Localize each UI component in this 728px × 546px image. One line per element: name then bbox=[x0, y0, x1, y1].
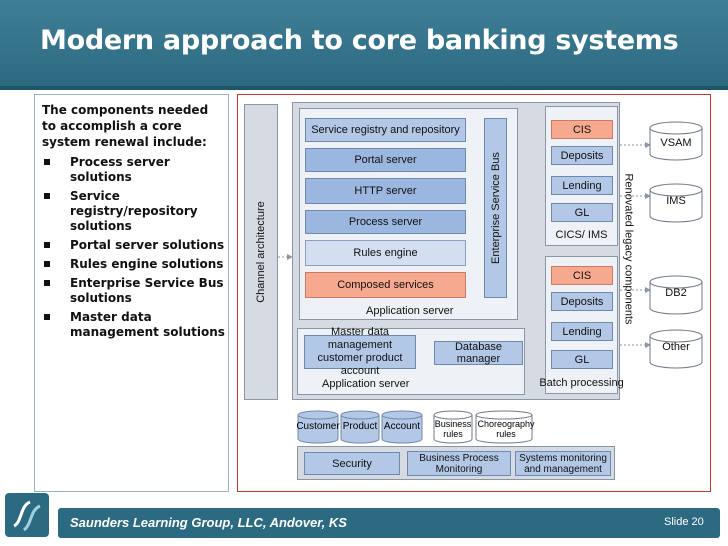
systems-label-line2: and management bbox=[524, 463, 602, 475]
channel-architecture-label: Channel architecture bbox=[255, 201, 268, 303]
account-cylinder-top bbox=[381, 410, 423, 420]
account-store-label: Account bbox=[383, 421, 421, 432]
master-data-label-line1: Master data management bbox=[327, 326, 393, 351]
renovated-legacy-label-wrap: Renovated legacy components bbox=[620, 104, 638, 394]
process-server-box: Process server bbox=[305, 210, 466, 234]
bullet-item: Process server solutions bbox=[42, 155, 227, 185]
bullet-item: Service registry/repository solutions bbox=[42, 189, 227, 234]
db2-cylinder-top bbox=[649, 275, 703, 289]
esb-bar bbox=[484, 118, 507, 298]
composed-services-box: Composed services bbox=[305, 272, 466, 298]
master-data-label-line2: customer product account bbox=[317, 352, 403, 377]
bullet-item: Portal server solutions bbox=[42, 238, 227, 253]
customer-cylinder-top bbox=[297, 410, 339, 420]
security-box: Security bbox=[304, 452, 400, 475]
customer-cylinder bbox=[297, 415, 339, 444]
choreography-rules-cylinder bbox=[475, 415, 533, 444]
other-cylinder bbox=[649, 336, 703, 369]
bullet-item: Master data management solutions bbox=[42, 310, 227, 340]
data-store-cylinders bbox=[297, 410, 533, 444]
db2-cylinder bbox=[649, 282, 703, 315]
customer-store-label: Customer bbox=[296, 421, 340, 432]
database-manager-box: Database manager bbox=[434, 341, 523, 365]
renovated-legacy-label: Renovated legacy components bbox=[623, 173, 636, 325]
bullet-item: Rules engine solutions bbox=[42, 257, 227, 272]
intro-text: The components needed to accomplish a co… bbox=[42, 103, 209, 149]
other-cylinder-top bbox=[649, 329, 703, 343]
vsam-cylinder-top bbox=[649, 121, 703, 135]
application-server-top-label: Application server bbox=[366, 305, 454, 317]
http-server-box: HTTP server bbox=[305, 178, 466, 204]
title-bar bbox=[0, 0, 728, 90]
ims-label: IMS bbox=[666, 195, 686, 207]
account-cylinder bbox=[381, 415, 423, 444]
cics-gl-box: GL bbox=[551, 203, 613, 222]
master-data-box: Master data management customer product … bbox=[304, 326, 416, 377]
esb-label-wrap: Enterprise Service Bus bbox=[484, 118, 507, 298]
channel-architecture-label-wrap: Channel architecture bbox=[244, 104, 278, 400]
systems-monitoring-box: Systems monitoring and management bbox=[515, 451, 611, 476]
product-cylinder bbox=[340, 415, 380, 444]
bpm-box: Business Process Monitoring bbox=[407, 451, 511, 476]
cics-lending-box: Lending bbox=[551, 176, 613, 195]
bpm-label-line2: Monitoring bbox=[435, 463, 483, 475]
batch-lending-box: Lending bbox=[551, 322, 613, 341]
cics-ims-label: CICS/ IMS bbox=[555, 229, 608, 241]
batch-deposits-box: Deposits bbox=[551, 292, 613, 311]
vsam-label: VSAM bbox=[660, 137, 692, 149]
service-registry-box: Service registry and repository bbox=[305, 118, 466, 142]
choreography-rules-label: Choreography rules bbox=[477, 419, 535, 439]
business-rules-cylinder bbox=[433, 415, 473, 444]
other-label: Other bbox=[662, 341, 690, 353]
slide-title: Modern approach to core banking systems bbox=[40, 25, 679, 56]
business-rules-label: Business rules bbox=[434, 419, 472, 439]
bpm-label-line1: Business Process bbox=[419, 452, 499, 464]
application-server-bottom-label: Application server bbox=[322, 378, 410, 390]
database-cylinders bbox=[649, 121, 703, 369]
bullet-list: Process server solutions Service registr… bbox=[42, 155, 227, 344]
product-store-label: Product bbox=[342, 421, 378, 432]
text-panel bbox=[34, 94, 229, 492]
vsam-cylinder bbox=[649, 128, 703, 161]
batch-gl-box: GL bbox=[551, 350, 613, 369]
channel-architecture-bar bbox=[244, 104, 278, 400]
slide-number: Slide 20 bbox=[664, 516, 704, 528]
product-cylinder-top bbox=[340, 410, 380, 420]
cics-cis-box: CIS bbox=[551, 120, 613, 139]
bullet-item: Enterprise Service Bus solutions bbox=[42, 276, 227, 306]
systems-label-line1: Systems monitoring bbox=[519, 452, 607, 464]
company-logo-icon bbox=[5, 493, 49, 537]
footer-company: Saunders Learning Group, LLC, Andover, K… bbox=[70, 515, 347, 530]
choreography-rules-cylinder-top bbox=[475, 410, 533, 420]
business-rules-cylinder-top bbox=[433, 410, 473, 420]
portal-server-box: Portal server bbox=[305, 148, 466, 172]
db2-label: DB2 bbox=[665, 287, 687, 299]
ims-cylinder-top bbox=[649, 183, 703, 197]
rules-engine-box: Rules engine bbox=[305, 240, 466, 266]
cics-deposits-box: Deposits bbox=[551, 146, 613, 165]
batch-cis-box: CIS bbox=[551, 266, 613, 285]
esb-label: Enterprise Service Bus bbox=[489, 152, 502, 264]
footer-bar bbox=[58, 508, 720, 538]
batch-processing-label: Batch processing bbox=[539, 377, 624, 389]
ims-cylinder bbox=[649, 190, 703, 223]
